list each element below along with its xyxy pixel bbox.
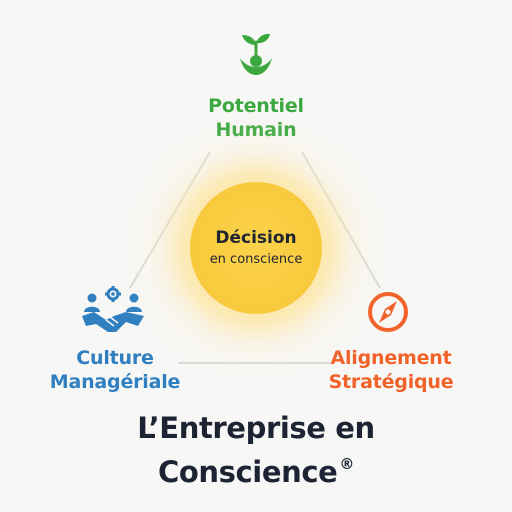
node-alignement-strategique: Alignement Stratégique — [296, 346, 486, 394]
center-line2: en conscience — [209, 252, 303, 267]
connector-top-left — [129, 151, 211, 289]
title-line2-wrap: Conscience® — [0, 446, 512, 490]
registered-mark: ® — [339, 455, 355, 473]
node-potentiel-humain-line1: Potentiel — [208, 95, 304, 117]
title-line2: Conscience — [157, 455, 338, 489]
node-culture-manageriale-line1: Culture — [76, 347, 154, 369]
handshake-gear-icon — [82, 286, 144, 332]
title-line1: L’Entreprise en — [137, 411, 375, 445]
seedling-person-icon — [240, 33, 272, 75]
node-culture-manageriale-line2: Managériale — [49, 371, 181, 393]
node-potentiel-humain-line2: Humain — [215, 119, 297, 141]
center-circle: Décision en conscience — [190, 182, 322, 314]
connector-top-right — [301, 151, 381, 289]
node-alignement-strategique-line2: Stratégique — [328, 371, 454, 393]
node-potentiel-humain: Potentiel Humain — [156, 94, 356, 142]
center-line1: Décision — [215, 228, 297, 248]
node-culture-manageriale: Culture Managériale — [20, 346, 210, 394]
node-alignement-strategique-line1: Alignement — [330, 347, 452, 369]
page-title: L’Entreprise en Conscience® — [0, 410, 512, 490]
compass-icon — [368, 292, 408, 332]
